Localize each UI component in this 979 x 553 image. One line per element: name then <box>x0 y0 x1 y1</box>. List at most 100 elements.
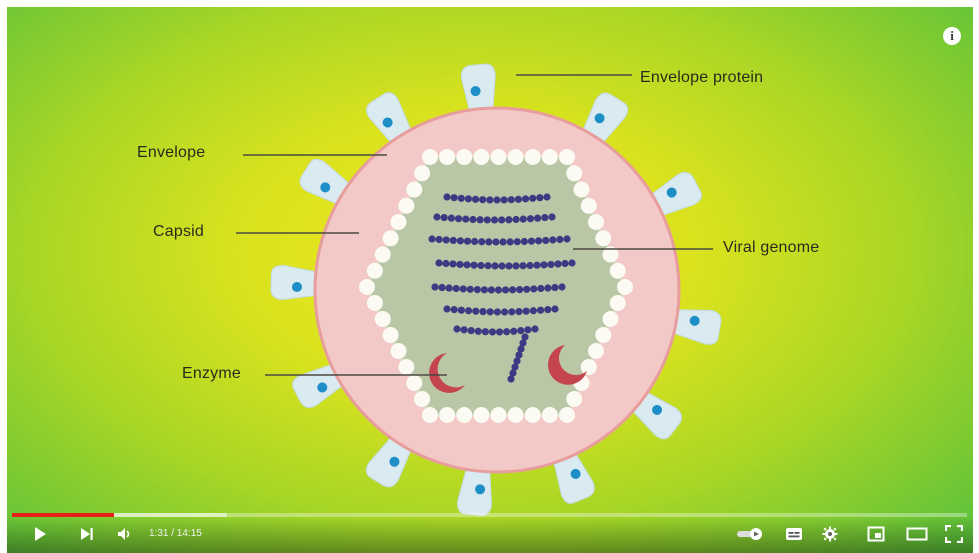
autoplay-toggle[interactable] <box>735 522 765 546</box>
genome-bead <box>558 283 565 290</box>
genome-bead <box>451 306 458 313</box>
subtitles-button[interactable] <box>782 522 806 546</box>
genome-bead <box>494 308 501 315</box>
genome-bead <box>458 307 465 314</box>
genome-bead <box>533 262 540 269</box>
genome-bead <box>431 283 438 290</box>
genome-bead <box>498 262 505 269</box>
genome-bead <box>530 307 537 314</box>
progress-bar[interactable] <box>12 513 967 517</box>
genome-bead <box>478 238 485 245</box>
genome-bead <box>443 305 450 312</box>
genome-bead <box>542 237 549 244</box>
miniplayer-button[interactable] <box>864 522 888 546</box>
genome-bead <box>508 308 515 315</box>
genome-bead <box>496 328 503 335</box>
genome-bead <box>458 195 465 202</box>
label-envelope: Envelope <box>137 144 205 162</box>
genome-bead <box>501 308 508 315</box>
genome-bead <box>462 216 469 223</box>
genome-bead <box>526 262 533 269</box>
genome-bead <box>510 328 517 335</box>
capsid-bead <box>508 149 524 165</box>
capsid-bead <box>383 230 399 246</box>
next-button[interactable] <box>76 522 98 546</box>
fullscreen-button[interactable] <box>942 522 966 546</box>
genome-bead <box>479 308 486 315</box>
genome-bead <box>556 236 563 243</box>
genome-bead <box>470 262 477 269</box>
genome-bead <box>455 215 462 222</box>
genome-bead <box>472 308 479 315</box>
genome-bead <box>512 262 519 269</box>
info-icon[interactable]: i <box>943 27 961 45</box>
time-display: 1:31 / 14:15 <box>149 528 202 539</box>
genome-bead <box>433 213 440 220</box>
genome-bead <box>463 261 470 268</box>
capsid-bead <box>422 149 438 165</box>
miniplayer-icon <box>867 526 885 542</box>
video-frame[interactable]: Envelope protein Envelope Capsid Viral g… <box>7 7 973 553</box>
genome-bead <box>522 195 529 202</box>
capsid-bead <box>581 198 597 214</box>
theater-mode-icon <box>906 527 928 541</box>
genome-bead <box>543 193 550 200</box>
genome-bead <box>505 216 512 223</box>
genome-bead <box>488 286 495 293</box>
capsid-bead <box>414 165 430 181</box>
genome-bead <box>448 215 455 222</box>
autoplay-toggle-icon <box>736 527 764 541</box>
genome-bead <box>456 261 463 268</box>
genome-bead <box>544 306 551 313</box>
genome-bead <box>446 284 453 291</box>
settings-button[interactable] <box>818 522 842 546</box>
genome-bead <box>501 196 508 203</box>
capsid-bead <box>491 149 507 165</box>
genome-bead <box>484 262 491 269</box>
genome-bead <box>515 196 522 203</box>
capsid-bead <box>406 375 422 391</box>
capsid-bead <box>406 182 422 198</box>
genome-bead <box>516 286 523 293</box>
capsid-bead <box>398 198 414 214</box>
genome-bead <box>443 236 450 243</box>
genome-bead <box>521 238 528 245</box>
genome-bead <box>529 195 536 202</box>
genome-bead <box>505 262 512 269</box>
capsid-bead <box>398 359 414 375</box>
genome-bead <box>441 214 448 221</box>
genome-bead <box>535 237 542 244</box>
genome-bead <box>450 237 457 244</box>
play-button[interactable] <box>28 522 52 546</box>
genome-bead <box>530 285 537 292</box>
genome-bead <box>527 215 534 222</box>
genome-bead <box>491 216 498 223</box>
capsid-bead <box>359 279 375 295</box>
genome-bead <box>469 216 476 223</box>
genome-bead <box>531 325 538 332</box>
capsid-bead <box>491 407 507 423</box>
genome-bead <box>464 238 471 245</box>
capsid-bead <box>542 149 558 165</box>
capsid-bead <box>391 214 407 230</box>
capsid-bead <box>525 407 541 423</box>
theater-mode-button[interactable] <box>904 522 930 546</box>
genome-bead <box>467 286 474 293</box>
genome-bead <box>512 216 519 223</box>
virus-diagram <box>7 7 973 553</box>
genome-bead <box>428 235 435 242</box>
label-capsid: Capsid <box>153 223 204 241</box>
genome-bead <box>523 286 530 293</box>
volume-button[interactable] <box>114 522 136 546</box>
genome-bead <box>517 327 524 334</box>
genome-bead <box>460 285 467 292</box>
play-icon <box>32 526 48 542</box>
volume-icon <box>117 527 133 541</box>
next-icon <box>80 527 94 541</box>
genome-bead <box>438 284 445 291</box>
genome-bead <box>453 325 460 332</box>
genome-bead <box>481 286 488 293</box>
genome-bead <box>544 284 551 291</box>
genome-bead <box>514 238 521 245</box>
